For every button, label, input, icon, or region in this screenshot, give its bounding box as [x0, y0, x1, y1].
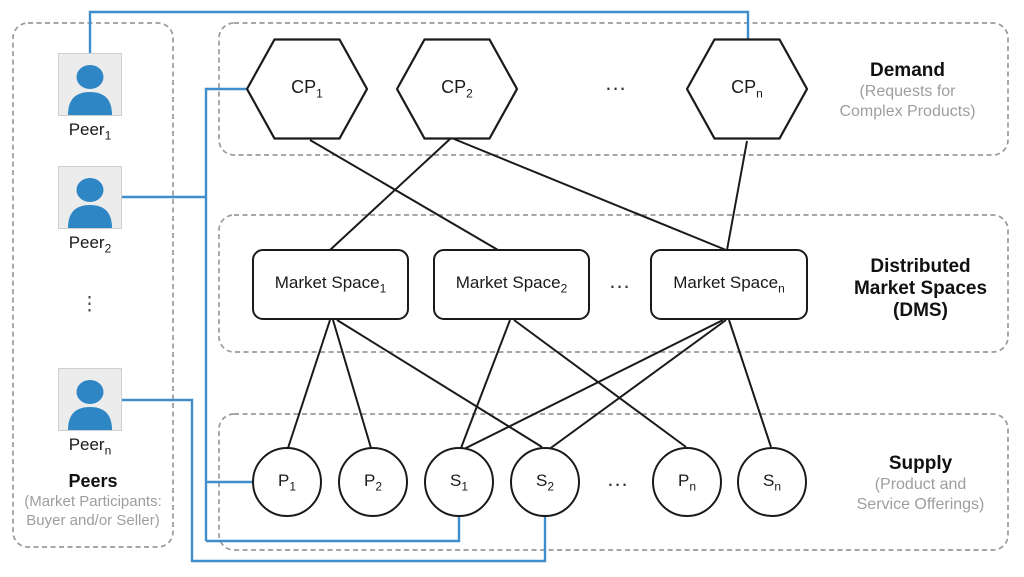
demand-caption-sub2: Complex Products): [839, 103, 976, 120]
node-p2-label: P2: [364, 471, 382, 493]
node-cp2-label: CP2: [441, 77, 473, 101]
peer2-label-sub: 2: [104, 241, 112, 256]
edge-msn-sn: [728, 319, 772, 448]
edge-msn-s2: [547, 319, 727, 451]
node-cp2-text: CP: [441, 77, 467, 98]
node-cpn-sub: n: [756, 86, 763, 101]
demand-ellipsis: ...: [605, 70, 627, 95]
node-cp2-sub: 2: [466, 86, 473, 101]
node-cpn: CPn: [686, 38, 808, 140]
node-sn: Sn: [737, 447, 807, 517]
node-pn-text: P: [677, 470, 690, 490]
demand-group-box: [218, 22, 1009, 156]
node-p2-sub: 2: [375, 479, 383, 494]
supply-caption-sub1: (Product and: [874, 476, 967, 493]
demand-caption-sub1: (Requests for: [859, 83, 956, 100]
node-marketspacen-label: Market Spacen: [673, 273, 785, 295]
node-s1-text: S: [449, 470, 462, 490]
edge-ms2-pn: [513, 319, 687, 448]
node-pn: Pn: [652, 447, 722, 517]
edge-ms1-p1: [287, 319, 331, 449]
node-sn-sub: n: [774, 479, 782, 494]
blue-link-peer2-cp1-p1-s1: [122, 87, 461, 543]
peer2-label: Peer2: [28, 233, 152, 255]
node-marketspacen-sub: n: [778, 281, 785, 296]
node-s2-text: S: [535, 470, 548, 490]
node-cp1: CP1: [246, 38, 368, 140]
dms-caption-line3: (DMS): [893, 300, 948, 321]
node-p1-label: P1: [278, 471, 296, 493]
node-p2-text: P: [363, 470, 376, 490]
node-cp1-label: CP1: [291, 77, 323, 101]
edge-ms1-s2: [336, 319, 543, 448]
blue-link-peer1-cpn: [88, 10, 750, 53]
node-cp1-sub: 1: [316, 86, 323, 101]
peers-group-box: [12, 22, 174, 548]
node-p1-sub: 1: [289, 479, 297, 494]
node-p1: P1: [252, 447, 322, 517]
demand-caption: Demand (Requests for Complex Products): [810, 60, 1005, 122]
node-marketspace2: Market Space2: [433, 249, 590, 320]
peers-caption-sub2: Buyer and/or Seller): [26, 512, 160, 529]
dms-caption-line1: Distributed: [870, 256, 971, 277]
peern-label: Peern: [28, 435, 152, 457]
peers-ellipsis: ⋮: [80, 294, 99, 315]
node-cpn-text: CP: [731, 77, 757, 98]
blue-link-peern-s2: [122, 398, 547, 563]
dms-caption-line2: Market Spaces: [853, 278, 988, 299]
peer2-label-text: Peer: [68, 233, 105, 252]
peers-caption-sub1: (Market Participants:: [24, 493, 162, 510]
node-s1-label: S1: [450, 471, 468, 493]
node-sn-text: S: [762, 470, 775, 490]
node-pn-label: Pn: [678, 471, 696, 493]
peer1-label-text: Peer: [68, 120, 105, 139]
peern-label-sub: n: [104, 443, 112, 458]
node-marketspace2-text: Market Space: [455, 273, 561, 293]
node-marketspacen-text: Market Space: [673, 273, 779, 293]
supply-ellipsis: ...: [607, 466, 629, 491]
peer1-label-sub: 1: [104, 128, 112, 143]
peer2-avatar-icon: [58, 166, 122, 229]
node-cpn-label: CPn: [731, 77, 763, 101]
edge-ms1-p2: [332, 319, 372, 449]
node-p1-text: P: [277, 470, 290, 490]
peers-caption: Peers (Market Participants: Buyer and/or…: [13, 470, 173, 530]
dms-ellipsis: ...: [609, 268, 631, 293]
node-cp1-text: CP: [291, 77, 317, 98]
node-marketspace1: Market Space1: [252, 249, 409, 320]
node-pn-sub: n: [689, 479, 697, 494]
node-marketspace2-label: Market Space2: [456, 273, 568, 295]
node-s2: S2: [510, 447, 580, 517]
dms-group-box: [218, 214, 1009, 353]
node-p2: P2: [338, 447, 408, 517]
peern-label-text: Peer: [68, 435, 105, 454]
supply-caption: Supply (Product and Service Offerings): [818, 453, 1023, 515]
edge-cpn-msn: [726, 140, 748, 251]
node-sn-label: Sn: [763, 471, 781, 493]
node-s2-sub: 2: [547, 479, 555, 494]
node-marketspace1-label: Market Space1: [275, 273, 387, 295]
node-s2-label: S2: [536, 471, 554, 493]
supply-caption-sub2: Service Offerings): [856, 496, 985, 513]
node-s1-sub: 1: [461, 479, 469, 494]
edge-cp2-msn: [453, 138, 727, 251]
dms-caption: Distributed Market Spaces (DMS): [818, 256, 1023, 322]
node-marketspacen: Market Spacen: [650, 249, 808, 320]
node-cp2: CP2: [396, 38, 518, 140]
edge-ms2-s1: [460, 319, 511, 449]
supply-caption-title: Supply: [888, 453, 953, 474]
edge-msn-s1: [463, 319, 724, 450]
node-marketspace1-text: Market Space: [274, 273, 380, 293]
demand-caption-title: Demand: [870, 60, 945, 81]
peer1-label: Peer1: [28, 120, 152, 142]
edge-cp2-ms1: [329, 138, 451, 251]
node-marketspace2-sub: 2: [560, 281, 568, 296]
node-marketspace1-sub: 1: [379, 281, 387, 296]
peers-caption-title: Peers: [68, 471, 118, 491]
node-s1: S1: [424, 447, 494, 517]
peern-avatar-icon: [58, 368, 122, 431]
edge-cp1-ms2: [309, 139, 499, 251]
peer1-avatar-icon: [58, 53, 122, 116]
